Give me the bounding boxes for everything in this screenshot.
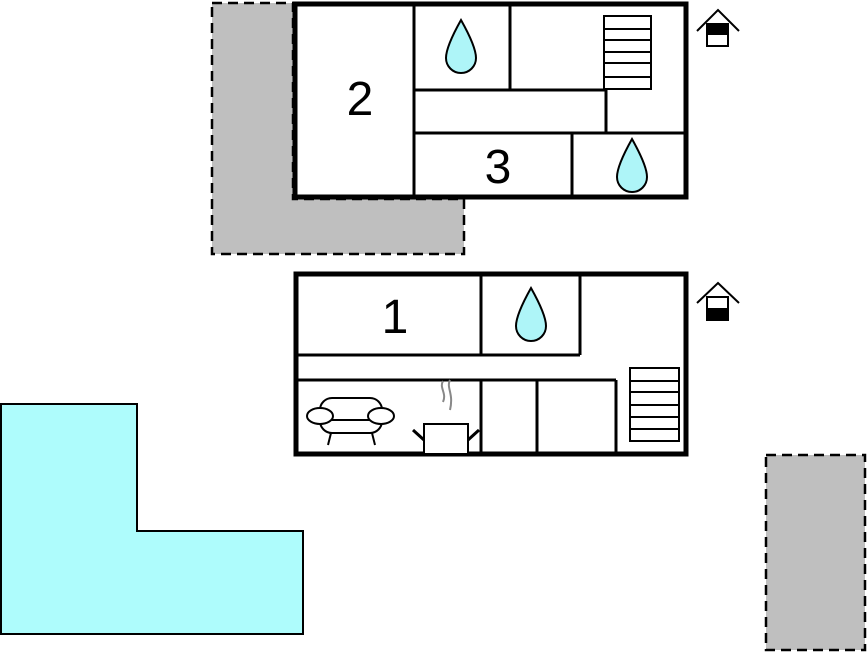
stairs-icon bbox=[629, 367, 680, 442]
ground-floor: 1 bbox=[293, 271, 689, 457]
sofa-icon bbox=[306, 397, 395, 446]
room-label: 2 bbox=[347, 73, 374, 126]
kitchen-pot-icon bbox=[411, 379, 481, 455]
bathroom-drop-icon bbox=[615, 136, 649, 193]
room-label: 1 bbox=[382, 291, 409, 344]
ground-floor-house-icon bbox=[696, 281, 740, 321]
pool bbox=[0, 403, 304, 635]
bathroom-drop-icon bbox=[444, 17, 478, 74]
stairs-icon bbox=[603, 15, 652, 90]
upper-floor: 2 3 bbox=[292, 1, 689, 200]
upper-floor-house-icon bbox=[696, 8, 740, 47]
terrace-right bbox=[764, 453, 867, 652]
room-label: 3 bbox=[485, 141, 512, 194]
bathroom-drop-icon bbox=[514, 285, 548, 342]
